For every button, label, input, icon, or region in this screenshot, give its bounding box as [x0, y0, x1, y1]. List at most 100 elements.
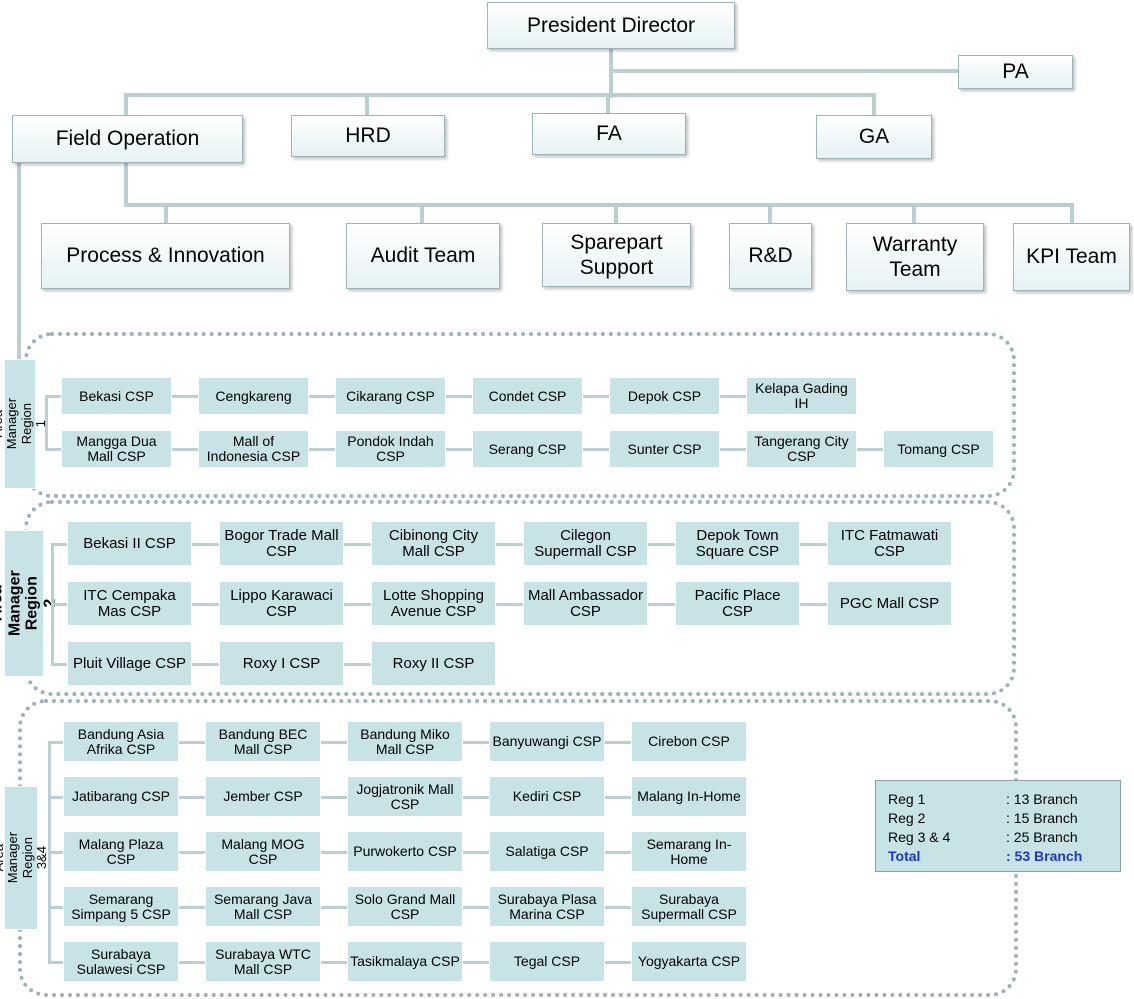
- connector-line: [463, 795, 489, 799]
- branch-cell: Surabaya WTC Mall CSP: [205, 941, 321, 982]
- legend-total-value: : 53 Branch: [1006, 847, 1083, 864]
- connector-line: [648, 602, 675, 606]
- branch-cell: Semarang In-Home: [631, 831, 747, 872]
- president-director-box: President Director: [487, 2, 735, 49]
- connector-line: [45, 448, 61, 451]
- connector-line: [872, 93, 876, 115]
- connector-line: [172, 448, 198, 451]
- process-innovation-box: Process & Innovation: [41, 223, 290, 289]
- connector-line: [48, 740, 63, 744]
- branch-cell: Semarang Java Mall CSP: [205, 886, 321, 927]
- branch-cell: Bekasi II CSP: [67, 521, 192, 566]
- connector-line: [605, 905, 631, 909]
- legend-value: : 25 Branch: [1006, 828, 1078, 845]
- branch-cell: Tomang CSP: [883, 430, 994, 468]
- process-innovation-label: Process & Innovation: [66, 244, 265, 268]
- connector-line: [48, 960, 63, 964]
- region-34-label: Area Manager Region 3&4: [0, 786, 49, 930]
- connector-line: [605, 960, 631, 964]
- connector-line: [124, 93, 876, 97]
- connector-line: [583, 448, 609, 451]
- connector-line: [720, 448, 746, 451]
- connector-line: [463, 960, 489, 964]
- branch-cell: Roxy II CSP: [371, 641, 496, 686]
- branch-cell: Salatiga CSP: [489, 831, 605, 872]
- pa-box: PA: [958, 55, 1073, 89]
- president-director-label: President Director: [526, 13, 696, 37]
- connector-line: [321, 740, 347, 744]
- branch-cell: Solo Grand Mall CSP: [347, 886, 463, 927]
- region-2-label: Area Manager Region 2: [0, 530, 59, 677]
- connector-line: [321, 905, 347, 909]
- audit-team-label: Audit Team: [370, 244, 476, 268]
- rnd-box: R&D: [729, 223, 812, 289]
- region-34-label-text: Area Manager Region 3&4: [0, 832, 50, 884]
- connector-line: [648, 542, 675, 546]
- sparepart-support-box: Sparepart Support: [542, 223, 691, 287]
- connector-line: [605, 850, 631, 854]
- connector-line: [192, 662, 219, 666]
- kpi-team-box: KPI Team: [1013, 223, 1130, 291]
- branch-cell: Tasikmalaya CSP: [347, 941, 463, 982]
- branch-cell: Surabaya Plasa Marina CSP: [489, 886, 605, 927]
- kpi-team-label: KPI Team: [1026, 245, 1117, 269]
- branch-cell: Sunter CSP: [609, 430, 720, 468]
- sparepart-support-label: Sparepart Support: [570, 230, 663, 279]
- branch-cell: Jatibarang CSP: [63, 776, 179, 817]
- connector-line: [51, 662, 67, 666]
- connector-line: [124, 203, 1074, 207]
- branch-cell: Semarang Simpang 5 CSP: [63, 886, 179, 927]
- branch-cell: ITC Cempaka Mas CSP: [67, 581, 192, 626]
- connector-line: [344, 602, 371, 606]
- branch-cell: Tangerang City CSP: [746, 430, 857, 468]
- field-operation-label: Field Operation: [55, 127, 200, 151]
- connector-line: [912, 203, 916, 223]
- branch-cell: Malang MOG CSP: [205, 831, 321, 872]
- warranty-team-box: Warranty Team: [846, 223, 984, 291]
- connector-line: [124, 93, 128, 115]
- branch-cell: Mall Ambassador CSP: [523, 581, 648, 626]
- connector-line: [609, 48, 613, 98]
- branch-cell: ITC Fatmawati CSP: [827, 521, 952, 566]
- branch-cell: Pluit Village CSP: [67, 641, 192, 686]
- branch-summary-legend: Reg 1: 13 Branch Reg 2: 15 Branch Reg 3 …: [875, 780, 1121, 872]
- legend-key: Reg 1: [888, 790, 926, 807]
- warranty-team-label: Warranty Team: [872, 232, 958, 281]
- branch-cell: Kelapa Gading IH: [746, 377, 857, 415]
- branch-cell: Lippo Karawaci CSP: [219, 581, 344, 626]
- connector-line: [420, 203, 424, 223]
- hrd-label: HRD: [345, 124, 391, 148]
- connector-line: [800, 542, 827, 546]
- connector-line: [344, 542, 371, 546]
- connector-line: [344, 662, 371, 666]
- connector-line: [172, 395, 198, 398]
- legend-key: Reg 3 & 4: [888, 828, 951, 845]
- connector-line: [614, 203, 618, 223]
- region-1-label-text: Area Manager Region 1: [0, 398, 49, 450]
- fa-label: FA: [596, 122, 622, 146]
- connector-line: [179, 795, 205, 799]
- connector-line: [51, 602, 67, 606]
- legend-row: Reg 3 & 4 : 25 Branch: [888, 827, 1108, 846]
- branch-cell: Bekasi CSP: [61, 377, 172, 415]
- connector-line: [309, 448, 335, 451]
- connector-line: [45, 395, 61, 398]
- legend-key: Reg 2: [888, 809, 926, 826]
- branch-cell: Bogor Trade Mall CSP: [219, 521, 344, 566]
- rnd-label: R&D: [748, 244, 793, 268]
- branch-cell: Malang In-Home: [631, 776, 747, 817]
- branch-cell: Tegal CSP: [489, 941, 605, 982]
- connector-line: [605, 795, 631, 799]
- legend-row: Reg 2: 15 Branch: [888, 808, 1108, 827]
- connector-line: [321, 850, 347, 854]
- hrd-box: HRD: [291, 115, 445, 157]
- branch-cell: Depok Town Square CSP: [675, 521, 800, 566]
- connector-line: [17, 162, 21, 362]
- connector-line: [179, 740, 205, 744]
- connector-line: [48, 905, 63, 909]
- connector-line: [446, 395, 472, 398]
- connector-line: [164, 203, 168, 223]
- branch-cell: Cirebon CSP: [631, 721, 747, 762]
- connector-line: [800, 602, 827, 606]
- connector-line: [857, 448, 883, 451]
